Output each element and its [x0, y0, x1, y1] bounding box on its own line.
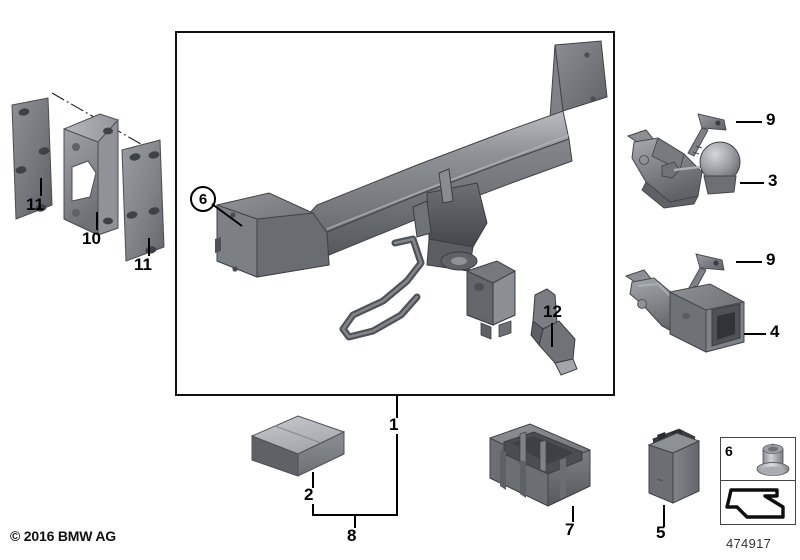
storage-tray — [489, 423, 591, 507]
callout-10: 10 — [82, 229, 101, 248]
callout-11-right: 11 — [134, 255, 152, 274]
callout-12: 12 — [543, 302, 562, 321]
control-module — [647, 428, 701, 504]
leader-line-9-top — [736, 121, 762, 123]
tow-ball-arm-group — [626, 113, 741, 209]
callout-6-detail: 6 — [725, 443, 733, 459]
callout-7: 7 — [565, 520, 575, 539]
leader-line-1-up — [396, 396, 398, 418]
leader-line-4 — [744, 333, 766, 335]
safety-cable-loop — [339, 235, 425, 341]
leader-line-9-bottom — [736, 261, 762, 263]
callout-9-bottom: 9 — [766, 250, 776, 269]
leader-line-12 — [551, 323, 553, 347]
callout-5: 5 — [656, 523, 666, 542]
leader-line-2 — [312, 472, 314, 488]
tow-ball-arm — [626, 129, 741, 209]
leader-line-7 — [572, 506, 574, 522]
detail-cell-nut: 6 — [721, 438, 795, 481]
callout-8: 8 — [347, 526, 357, 545]
callout-6-circled: 6 — [190, 186, 216, 212]
flange-nut-icon — [756, 443, 790, 476]
bracket-outline-icon — [725, 488, 785, 519]
callout-9-top: 9 — [766, 110, 776, 129]
leader-line-5 — [663, 505, 665, 527]
leader-line-3 — [740, 182, 764, 184]
spacer-block — [63, 113, 119, 236]
hitch-socket-assembly — [412, 168, 488, 272]
callout-4: 4 — [770, 322, 780, 341]
retaining-clamp — [530, 288, 578, 376]
callout-3: 3 — [768, 171, 778, 190]
leader-line-2-down — [312, 504, 314, 516]
diagram-part-number: 474917 — [726, 536, 772, 551]
leader-line-6 — [211, 203, 243, 227]
detail-cell-bracket — [721, 481, 795, 524]
copyright-text: © 2016 BMW AG — [10, 528, 116, 544]
crossmember-assembly — [215, 40, 608, 376]
lock-key-top — [687, 113, 727, 157]
crossmember-left-bracket — [215, 192, 330, 278]
connector-block — [466, 260, 516, 340]
main-assembly-frame: 12 — [175, 31, 615, 396]
mounting-plate-right — [121, 139, 165, 262]
receiver-tube-group — [624, 253, 745, 353]
leader-line-11-left — [40, 178, 42, 196]
callout-11-left: 11 — [26, 195, 44, 214]
leader-line-11-right — [148, 238, 150, 256]
carton-box — [250, 415, 346, 477]
mounting-plates-group — [11, 92, 165, 262]
leader-line-8 — [354, 514, 356, 528]
leader-line-10 — [96, 212, 98, 230]
callout-2: 2 — [304, 485, 314, 504]
detail-legend-box: 6 — [720, 437, 796, 525]
receiver-tube-box — [669, 283, 745, 353]
callout-1: 1 — [389, 415, 399, 434]
leader-line-1-down — [396, 434, 398, 514]
mounting-plate-left — [11, 97, 53, 220]
